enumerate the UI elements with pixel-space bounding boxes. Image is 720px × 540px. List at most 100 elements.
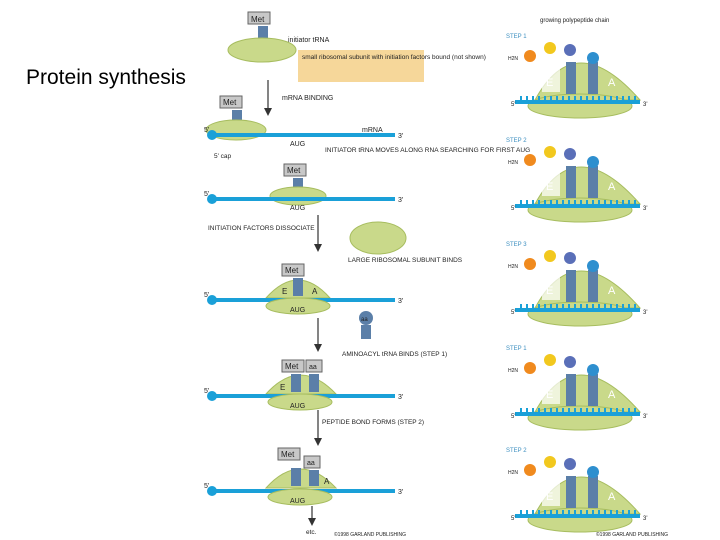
amino-acid [524, 50, 536, 62]
initiator-trna-label: initiator tRNA [288, 37, 330, 44]
met-label-5: Met [285, 362, 299, 371]
peptide-bond-label: PEPTIDE BOND FORMS (STEP 2) [322, 419, 424, 426]
aminoacyl-trna-shape [359, 311, 373, 325]
five-prime-label-6: 5' [204, 483, 209, 490]
aa-label: aa [361, 317, 368, 323]
three-prime-label-5: 3' [398, 394, 403, 401]
amino-acid [524, 464, 536, 476]
step-figure: STEP 1 5' 3' E A H2N [506, 346, 647, 431]
h2n-label: H2N [508, 56, 518, 62]
met-label-4: Met [285, 266, 299, 275]
amino-acid [564, 148, 576, 160]
amino-acid [544, 354, 556, 366]
aug-label-3: AUG [290, 205, 305, 212]
step-figure: STEP 1 5' 3' E A H2N [506, 34, 647, 119]
right-copyright: ©1998 GARLAND PUBLISHING [596, 531, 668, 538]
step-label: STEP 2 [506, 138, 527, 144]
amino-acid [524, 362, 536, 374]
e-site-label-4: E [282, 287, 287, 296]
a-site-label: A [608, 77, 616, 89]
five-prime-label-5: 5' [204, 388, 209, 395]
amino-acid [587, 260, 599, 272]
five-prime-label: 5' [511, 206, 515, 212]
amino-acid [524, 258, 536, 270]
left-copyright: ©1998 GARLAND PUBLISHING [334, 531, 406, 538]
three-prime-label: 3' [643, 414, 647, 420]
amino-acid [544, 146, 556, 158]
a-site-label: A [608, 181, 616, 193]
h2n-label: H2N [508, 368, 518, 374]
three-prime-label-3: 3' [398, 197, 403, 204]
aminoacyl-trna-label: AMINOACYL tRNA BINDS (STEP 1) [342, 351, 447, 358]
e-site-label-5: E [280, 383, 285, 392]
amino-acid [564, 252, 576, 264]
factors-dissociate-label: INITIATION FACTORS DISSOCIATE [208, 225, 315, 232]
small-subunit-note: small ribosomal subunit with initiation … [302, 54, 486, 61]
initiator-moves-label: INITIATOR tRNA MOVES ALONG RNA SEARCHING… [325, 147, 530, 154]
three-prime-label: 3' [643, 102, 647, 108]
mrna-label: mRNA [362, 127, 383, 134]
five-prime-label-4: 5' [204, 292, 209, 299]
note-box [298, 50, 424, 82]
step-label: STEP 1 [506, 346, 527, 352]
amino-acid [544, 42, 556, 54]
three-prime-label: 3' [643, 206, 647, 212]
amino-acid [564, 356, 576, 368]
three-prime-label: 3' [643, 516, 647, 522]
a-site-label: A [608, 285, 616, 297]
three-prime-label: 3' [398, 133, 403, 140]
etc-label: etc. [306, 529, 317, 536]
five-prime-label: 5' [511, 516, 515, 522]
aug-label-4: AUG [290, 307, 305, 314]
met-label: Met [251, 15, 265, 24]
amino-acid [544, 250, 556, 262]
mrna-binding-label: mRNA BINDING [282, 95, 333, 102]
growing-chain-label: growing polypeptide chain [540, 18, 609, 24]
met-label-2: Met [223, 98, 237, 107]
three-prime-label-6: 3' [398, 489, 403, 496]
small-subunit-shape [227, 37, 297, 63]
amino-acid [587, 364, 599, 376]
h2n-label: H2N [508, 470, 518, 476]
amino-acid [587, 52, 599, 64]
a-site-label: A [608, 389, 616, 401]
e-site-label: E [546, 491, 553, 503]
three-prime-label-4: 3' [398, 298, 403, 305]
aa-label-6: aa [307, 460, 315, 467]
amino-acid [544, 456, 556, 468]
aa-label-5: aa [309, 364, 317, 371]
a-site-label-6: A [324, 477, 330, 486]
met-label-3: Met [287, 166, 301, 175]
step-label: STEP 1 [506, 34, 527, 40]
aug-label-5: AUG [290, 403, 305, 410]
a-site-label-4: A [312, 287, 318, 296]
five-prime-label: 5' [511, 102, 515, 108]
slide-title: Protein synthesis [26, 66, 186, 89]
step-label: STEP 3 [506, 242, 527, 248]
five-cap-label: 5' cap [214, 153, 232, 160]
e-site-label: E [546, 77, 553, 89]
five-prime-label-3: 5' [204, 191, 209, 198]
e-site-label: E [546, 285, 553, 297]
amino-acid [587, 156, 599, 168]
five-prime-label: 5' [511, 414, 515, 420]
met-box [247, 11, 271, 25]
amino-acid [564, 458, 576, 470]
five-prime-label: 5' [204, 127, 209, 134]
three-prime-label: 3' [643, 310, 647, 316]
amino-acid [564, 44, 576, 56]
amino-acid [524, 154, 536, 166]
elongation-panel: growing polypeptide chain STEP 1 5' 3' E A H2… [506, 18, 668, 538]
e-site-label: E [546, 389, 553, 401]
h2n-label: H2N [508, 264, 518, 270]
large-subunit-label: LARGE RIBOSOMAL SUBUNIT BINDS [348, 257, 463, 264]
met-label-6: Met [281, 450, 295, 459]
initiation-panel: Met initiator tRNA small ribosomal subun… [204, 11, 530, 538]
aug-label-6: AUG [290, 498, 305, 505]
step-label: STEP 2 [506, 448, 527, 454]
a-site-label: A [608, 491, 616, 503]
e-site-label: E [546, 181, 553, 193]
